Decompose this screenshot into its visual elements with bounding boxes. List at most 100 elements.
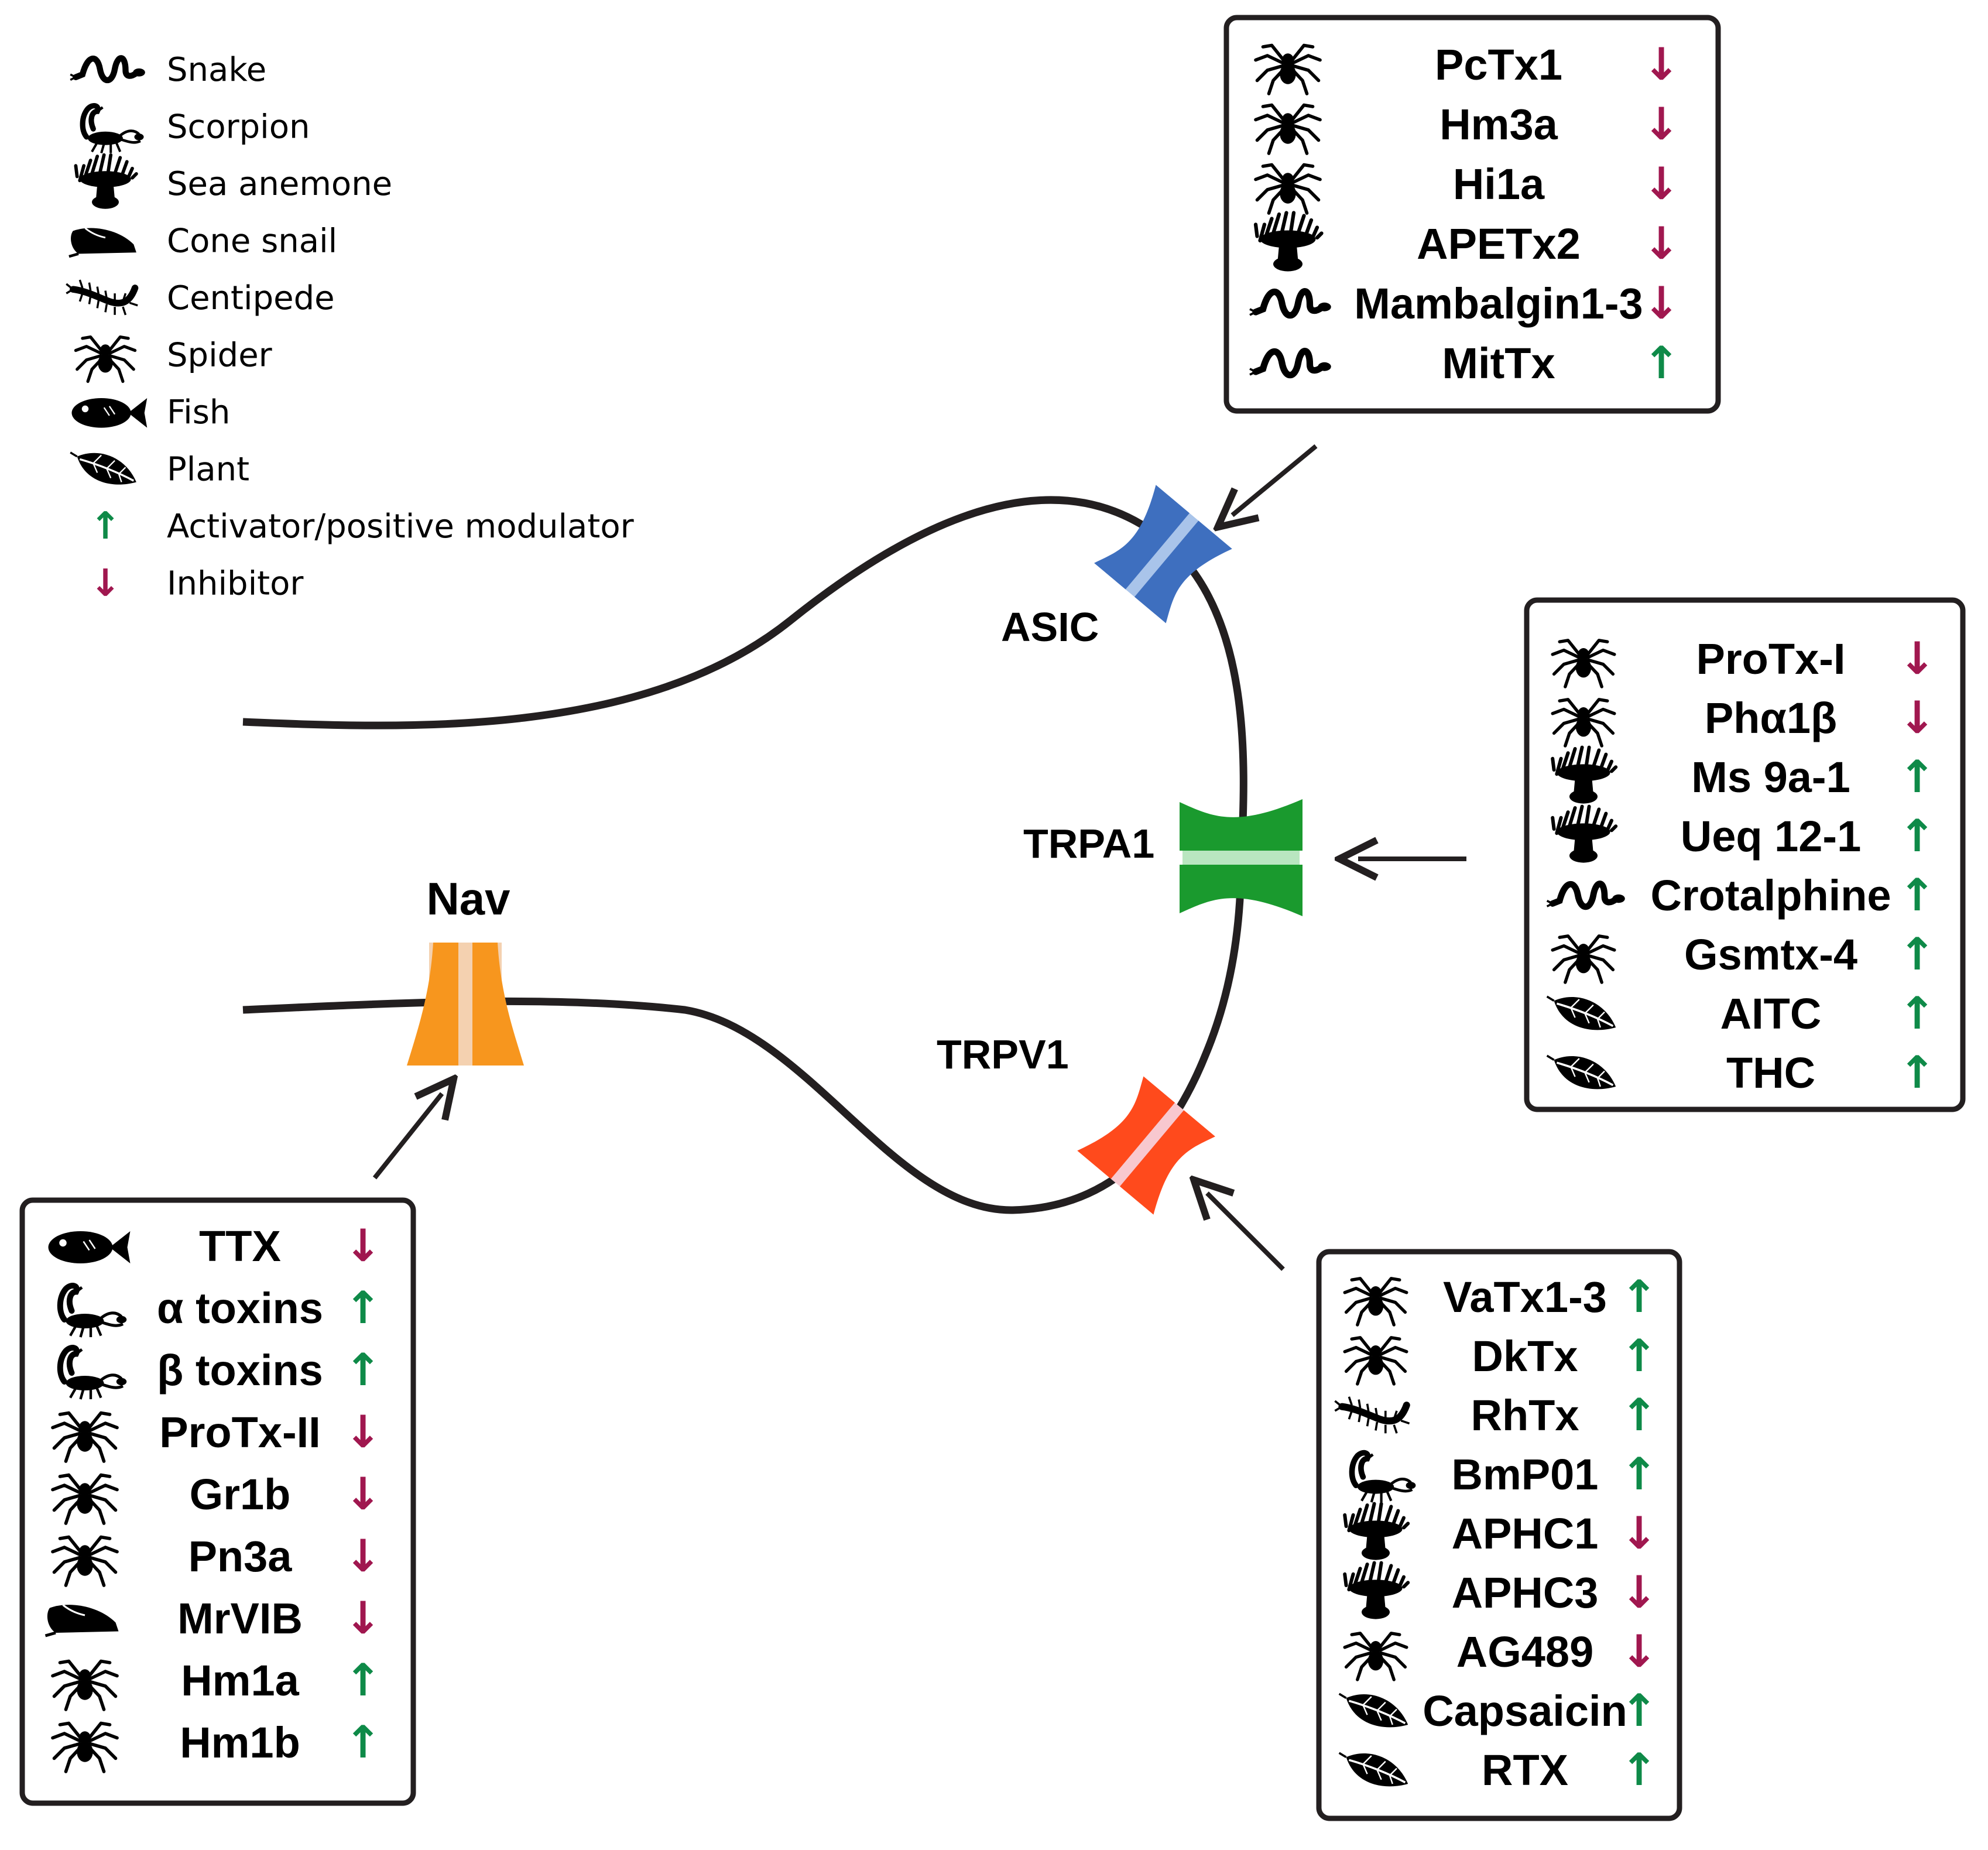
- inhibitor-arrow-icon: ↓: [1643, 217, 1680, 269]
- centipede-icon: [66, 280, 138, 315]
- toxin-name: Mambalgin1-3: [1354, 279, 1643, 328]
- legend-label: Sea anemone: [167, 165, 392, 203]
- nav-label: Nav: [426, 873, 510, 924]
- inhibitor-arrow-icon: ↓: [344, 1406, 382, 1458]
- toxin-name: α toxins: [157, 1284, 323, 1332]
- activator-arrow-icon: ↑: [1620, 1743, 1658, 1796]
- fish-icon: [71, 397, 148, 429]
- toxin-name: PcTx1: [1435, 40, 1562, 89]
- legend-label: Cone snail: [167, 222, 337, 261]
- toxin-name: Pn3a: [188, 1532, 293, 1581]
- legend-inhibitor-label: Inhibitor: [167, 565, 304, 603]
- legend-label: Snake: [167, 51, 266, 89]
- inhibitor-arrow-icon: ↓: [1898, 691, 1936, 744]
- activator-arrow-icon: ↑: [1898, 928, 1936, 980]
- spider-icon: [76, 337, 135, 382]
- trpa1-label: TRPA1: [1023, 821, 1154, 866]
- activator-arrow-icon: ↑: [344, 1654, 382, 1706]
- toxin-name: APHC3: [1452, 1568, 1599, 1617]
- toxin-name: Hm1b: [180, 1718, 300, 1767]
- toxin-name: TTX: [199, 1222, 281, 1270]
- activator-arrow-icon: ↑: [344, 1716, 382, 1768]
- legend-label: Centipede: [167, 279, 335, 317]
- asic-toxin-box: [1223, 15, 1721, 414]
- nav-pointer-arrow: [372, 1094, 442, 1180]
- toxin-name: RhTx: [1471, 1391, 1579, 1440]
- toxin-name: Phα1β: [1705, 694, 1837, 742]
- inhibitor-arrow-icon: ↓: [1643, 157, 1680, 210]
- toxin-name: AG489: [1456, 1628, 1593, 1676]
- activator-arrow-icon: ↑: [1620, 1330, 1658, 1382]
- legend-label: Fish: [167, 393, 230, 431]
- activator-arrow-icon: ↑: [1898, 751, 1936, 803]
- activator-arrow-icon: ↑: [1898, 1046, 1936, 1098]
- asic-channel: [1094, 485, 1232, 623]
- toxin-name: β toxins: [157, 1346, 323, 1395]
- activator-arrow-icon: ↑: [1643, 337, 1680, 389]
- sea-anemone-icon: [76, 155, 136, 209]
- toxin-name: ProTx-II: [159, 1408, 320, 1457]
- toxin-name: VaTx1-3: [1443, 1273, 1607, 1321]
- toxin-name: THC: [1726, 1049, 1815, 1097]
- legend-label: Plant: [167, 451, 249, 489]
- toxin-name: Hm1a: [181, 1656, 299, 1705]
- trpa1-toxin-box: [1524, 597, 1966, 1112]
- trpv1-label: TRPV1: [937, 1032, 1069, 1077]
- inhibitor-arrow-icon: ↓: [1620, 1625, 1658, 1677]
- inhibitor-arrow-icon: ↓: [1643, 277, 1680, 329]
- toxin-name: Ueq 12-1: [1681, 812, 1861, 861]
- toxin-name: MitTx: [1442, 339, 1555, 388]
- inhibitor-arrow-icon: ↓: [1620, 1566, 1658, 1618]
- activator-arrow-icon: ↑: [1620, 1684, 1658, 1736]
- legend-activator-label: Activator/positive modulator: [167, 508, 635, 546]
- toxin-name: Hm3a: [1439, 100, 1558, 149]
- trpv1-toxin-box: [1316, 1249, 1682, 1821]
- toxin-name: Capsaicin: [1423, 1687, 1627, 1735]
- activator-arrow-icon: ↑: [1620, 1389, 1658, 1441]
- inhibitor-arrow-icon: ↓: [344, 1219, 382, 1272]
- activator-arrow-icon: ↑: [1898, 869, 1936, 921]
- membrane-upper: [242, 496, 1247, 861]
- snake-icon: [70, 58, 145, 80]
- asic-toxin-list: PcTx1↓Hm3a↓Hi1a↓APETx2↓Mambalgin1-3↓MitT…: [1250, 38, 1680, 389]
- scorpion-icon: [83, 106, 143, 153]
- toxin-name: MrVIB: [177, 1594, 303, 1643]
- trpv1-channel: [1077, 1076, 1215, 1215]
- toxin-name: Gr1b: [190, 1470, 291, 1519]
- inhibitor-arrow-icon: ↓: [1643, 98, 1680, 150]
- toxin-name: RTX: [1482, 1746, 1568, 1794]
- legend-inhibitor-arrow-icon: ↓: [90, 562, 121, 605]
- toxin-name: Gsmtx-4: [1684, 930, 1857, 979]
- legend-label: Scorpion: [167, 108, 310, 146]
- asic-label: ASIC: [1001, 604, 1099, 650]
- inhibitor-arrow-icon: ↓: [1620, 1507, 1658, 1559]
- activator-arrow-icon: ↑: [1620, 1448, 1658, 1500]
- membrane-lower: [242, 860, 1245, 1214]
- toxin-name: Hi1a: [1453, 160, 1545, 208]
- legend-label: Spider: [167, 337, 273, 375]
- activator-arrow-icon: ↑: [344, 1344, 382, 1396]
- activator-arrow-icon: ↑: [1620, 1270, 1658, 1323]
- activator-arrow-icon: ↑: [344, 1282, 382, 1334]
- inhibitor-arrow-icon: ↓: [344, 1468, 382, 1520]
- activator-arrow-icon: ↑: [1898, 987, 1936, 1039]
- nav-toxin-list: TTX ↓ α toxins ↑ β toxins ↑ ProTx-II ↓ Gr1b ↓ Pn3a…: [46, 1219, 382, 1772]
- toxin-name: AITC: [1720, 989, 1822, 1038]
- trpv1-pointer-arrow: [1207, 1193, 1285, 1271]
- trpa1-toxin-list: ProTx-I↓Phα1β↓Ms 9a-1↑Ueq 12-1↑Crotalphi…: [1547, 632, 1936, 1098]
- inhibitor-arrow-icon: ↓: [1643, 38, 1680, 90]
- trpv1-toxin-list: VaTx1-3↑DkTx↑RhTx↑BmP01↑APHC1↓APHC3↓AG48…: [1335, 1270, 1658, 1796]
- toxin-name: Ms 9a-1: [1691, 753, 1850, 801]
- inhibitor-arrow-icon: ↓: [344, 1530, 382, 1582]
- trpa1-channel: [1180, 799, 1303, 916]
- toxin-name: BmP01: [1452, 1450, 1599, 1499]
- inhibitor-arrow-icon: ↓: [1898, 632, 1936, 684]
- nav-channel: [407, 943, 524, 1066]
- toxin-name: APHC1: [1452, 1509, 1599, 1558]
- toxin-name: Crotalphine: [1650, 871, 1891, 920]
- toxin-name: APETx2: [1417, 220, 1581, 268]
- toxin-name: ProTx-I: [1696, 635, 1846, 683]
- legend-activator-arrow-icon: ↑: [90, 505, 121, 548]
